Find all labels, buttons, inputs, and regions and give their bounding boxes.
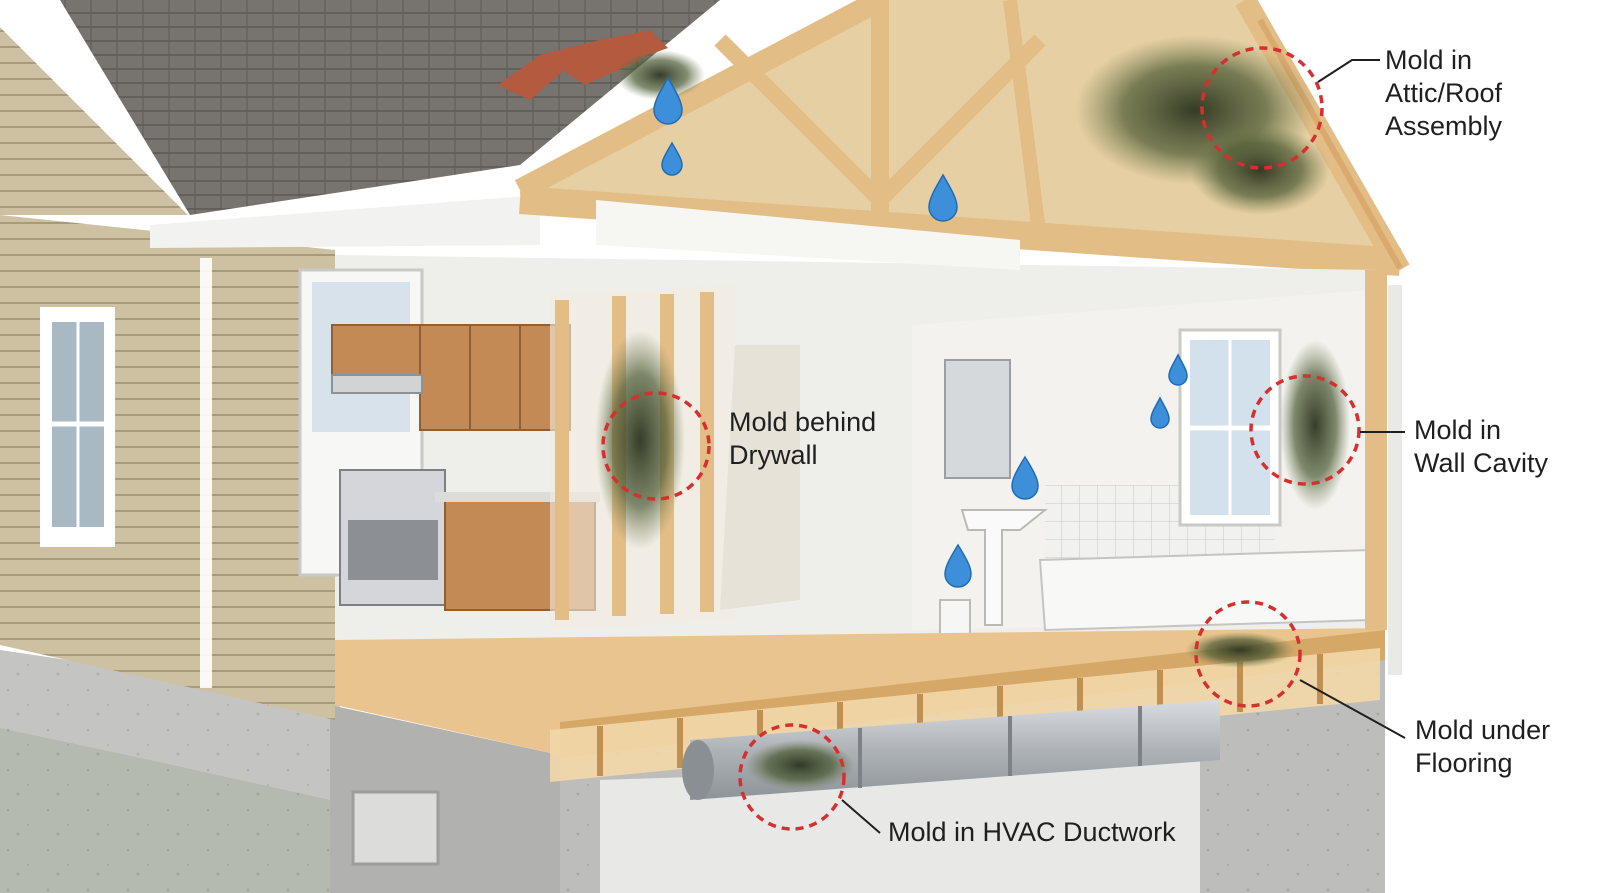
mold-patch-icon — [595, 330, 685, 550]
mold-patch-icon — [615, 50, 705, 100]
interior-room — [298, 200, 1402, 782]
mold-patch-icon — [1190, 125, 1330, 215]
water-drop-icon — [653, 76, 683, 125]
callout-hvac-ductwork: Mold in HVAC Ductwork — [888, 817, 1176, 847]
callout-wall-cavity: Mold in Wall Cavity — [1414, 415, 1549, 478]
water-drop-icon — [661, 141, 683, 176]
leader-line-hvac — [841, 799, 881, 834]
callout-behind-drywall: Mold behind Drywall — [729, 407, 877, 470]
exterior-siding-wall — [0, 16, 335, 720]
highlight-circle-icon — [1194, 600, 1302, 708]
callout-under-flooring: Mold under Flooring — [1415, 715, 1551, 778]
mold-patch-icon — [1185, 632, 1295, 668]
highlight-circle-icon — [1249, 374, 1361, 486]
leader-line-floor — [1299, 679, 1406, 739]
roof-shingles — [0, 0, 720, 248]
leader-lines — [841, 59, 1406, 834]
callout-attic-roof: Mold in Attic/Roof Assembly — [1385, 45, 1503, 141]
water-drop-icon — [1011, 455, 1039, 500]
leader-line-attic — [1317, 59, 1380, 83]
water-drop-icon — [944, 543, 972, 588]
mold-patch-icon — [745, 740, 855, 790]
highlight-circle-icon — [1200, 46, 1324, 170]
highlight-circle-icon — [738, 723, 846, 831]
highlight-circles — [601, 46, 1361, 831]
water-drops — [653, 76, 1188, 588]
water-drop-icon — [1168, 353, 1188, 386]
water-drop-icon — [928, 173, 958, 222]
highlight-circle-icon — [601, 391, 711, 501]
water-drop-icon — [1150, 396, 1170, 429]
